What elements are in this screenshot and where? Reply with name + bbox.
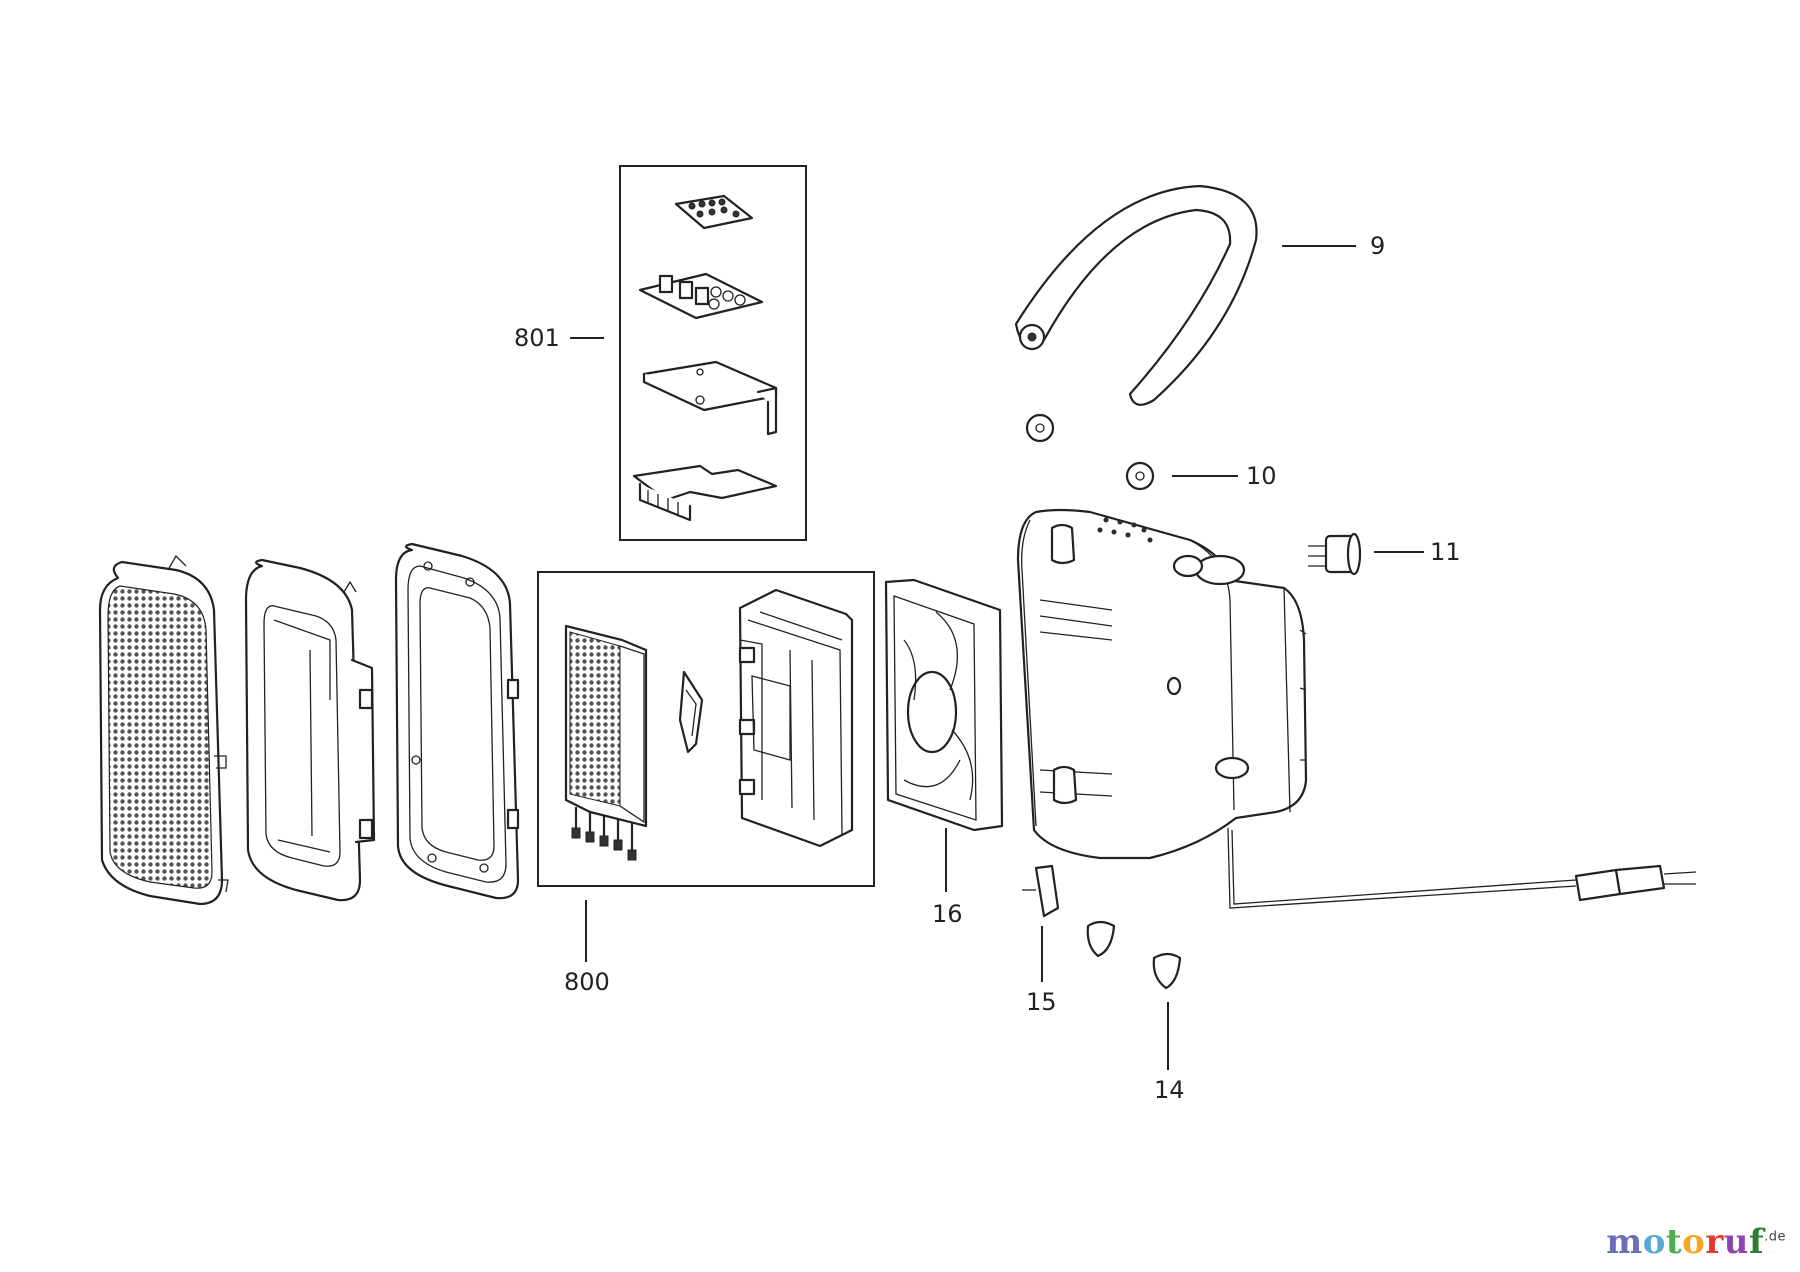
- cooling-fan: [884, 578, 1004, 832]
- heater-housing: [738, 588, 854, 848]
- pcb-bracket: [642, 360, 778, 436]
- main-housing: [1016, 508, 1308, 860]
- callout-801: 801: [514, 324, 560, 352]
- callout-11: 11: [1430, 538, 1461, 566]
- callout-9: 9: [1370, 232, 1385, 260]
- callout-16: 16: [932, 900, 963, 928]
- control-keypad: [674, 194, 754, 230]
- watermark-suffix: .de: [1764, 1229, 1786, 1245]
- power-cord: [1227, 827, 1697, 909]
- thermostat: [1308, 532, 1362, 576]
- callout-15: 15: [1026, 988, 1057, 1016]
- watermark-text: motoruf: [1606, 1222, 1765, 1262]
- power-board: [632, 464, 778, 522]
- watermark-logo: motoruf.de: [1606, 1222, 1786, 1262]
- rocker-switch: [1022, 864, 1060, 918]
- rubber-foot: [1086, 920, 1182, 990]
- callout-10: 10: [1246, 462, 1277, 490]
- handle: [1014, 184, 1258, 406]
- assembly-800-box: [537, 571, 875, 887]
- heating-element: [564, 624, 648, 861]
- callout-800: 800: [564, 968, 610, 996]
- assembly-801-box: [619, 165, 807, 541]
- callout-14: 14: [1154, 1076, 1185, 1104]
- heater-gasket: [678, 670, 704, 754]
- washer: [1025, 413, 1155, 491]
- front-frame: [244, 558, 376, 902]
- front-grille: [98, 554, 229, 906]
- control-pcb: [638, 272, 764, 320]
- rear-frame: [394, 542, 520, 900]
